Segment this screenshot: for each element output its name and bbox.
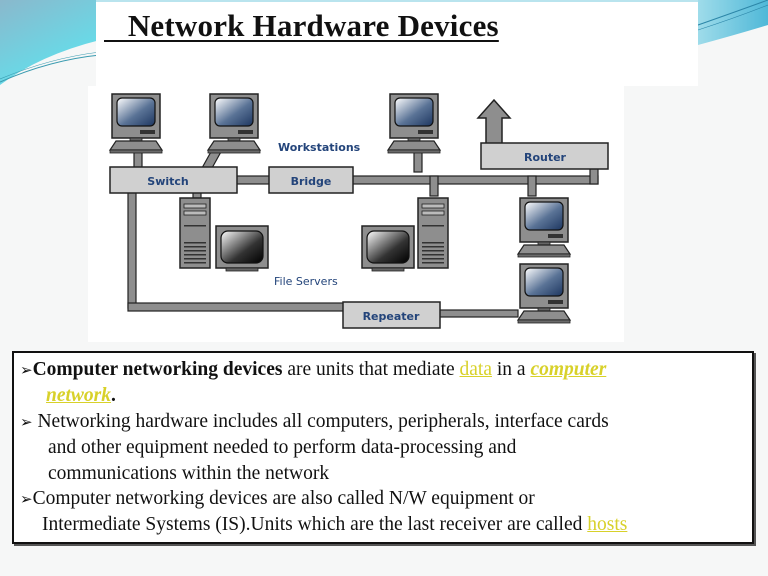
bullet-arrow-icon: ➢ bbox=[20, 361, 33, 379]
monitor-icon bbox=[215, 225, 269, 272]
bullet-arrow-icon: ➢ bbox=[20, 412, 33, 431]
workstations-label: Workstations bbox=[278, 141, 361, 154]
text: Intermediate Systems (IS).Units which ar… bbox=[42, 514, 588, 536]
repeater-label: Repeater bbox=[363, 310, 420, 323]
text: . bbox=[111, 385, 116, 407]
bridge-box: Bridge bbox=[268, 166, 354, 194]
switch-box: Switch bbox=[109, 166, 238, 194]
network-cables bbox=[127, 115, 599, 318]
file-server-icon bbox=[179, 197, 211, 269]
description-box: ➢Computer networking devices are units t… bbox=[12, 351, 754, 544]
link-computer-network-cont[interactable]: network bbox=[46, 385, 112, 407]
bridge-label: Bridge bbox=[291, 175, 332, 188]
workstation-icon bbox=[517, 197, 571, 258]
workstation-icon bbox=[387, 93, 441, 154]
bullet-item-1-cont: network. bbox=[20, 383, 746, 408]
link-computer-network[interactable]: computer bbox=[530, 359, 607, 380]
text: Computer networking devices are also cal… bbox=[32, 488, 535, 510]
text: are units that mediate bbox=[282, 359, 460, 380]
workstation-icon bbox=[207, 93, 261, 154]
bullet-arrow-icon: ➢ bbox=[20, 490, 33, 509]
bullet-item-3: ➢Computer networking devices are also ca… bbox=[20, 486, 746, 512]
title-card bbox=[96, 2, 698, 86]
link-hosts[interactable]: hosts bbox=[587, 514, 628, 536]
link-data[interactable]: data bbox=[459, 359, 492, 380]
repeater-box: Repeater bbox=[342, 301, 441, 329]
monitor-icon bbox=[361, 225, 415, 272]
switch-label: Switch bbox=[147, 175, 188, 188]
bullet-item-2: ➢ Networking hardware includes all compu… bbox=[20, 409, 746, 435]
workstation-icon bbox=[109, 93, 163, 154]
text: in a bbox=[492, 359, 531, 380]
bullet-item-2-line3: communications within the network bbox=[48, 462, 330, 484]
router-box: Router bbox=[480, 142, 609, 170]
workstation-icon bbox=[517, 263, 571, 324]
router-label: Router bbox=[524, 151, 567, 164]
text: Networking hardware includes all compute… bbox=[32, 410, 609, 432]
network-diagram: Switch Bridge Router Repeater Workstatio… bbox=[88, 86, 624, 342]
bold-term: Computer networking devices bbox=[32, 359, 283, 380]
bullet-item-3-line2: Intermediate Systems (IS).Units which ar… bbox=[20, 512, 746, 537]
file-server-icon bbox=[417, 197, 449, 269]
bullet-item-2-line2: and other equipment needed to perform da… bbox=[48, 437, 517, 459]
file-servers-label: File Servers bbox=[274, 275, 338, 288]
slide-title: Network Hardware Devices bbox=[104, 8, 499, 43]
bullet-item-1: ➢Computer networking devices are units t… bbox=[20, 357, 746, 383]
uplink-arrow-icon bbox=[476, 98, 512, 147]
